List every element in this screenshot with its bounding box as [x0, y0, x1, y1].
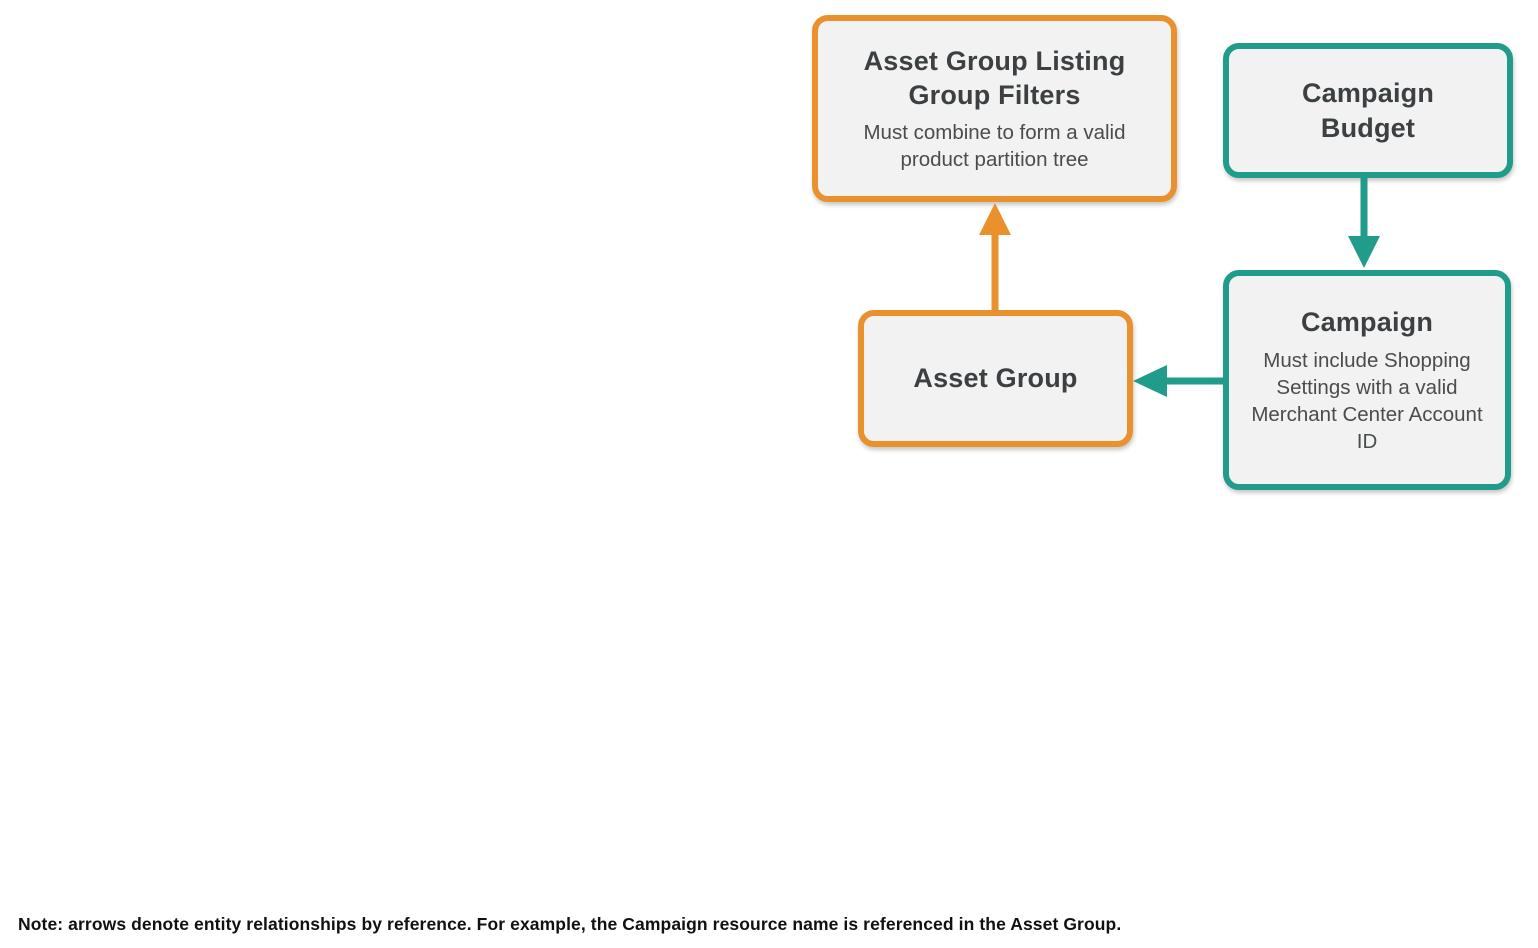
node-subtitle: Must combine to form a valid product par… [863, 121, 1126, 172]
node-title: Campaign Budget [1301, 78, 1435, 143]
diagram-note: Note: arrows denote entity relationships… [18, 914, 1122, 934]
arrow-campaign-to-asset-group-icon [1133, 365, 1225, 397]
node-title: Asset Group Listing Group Filters [863, 45, 1126, 110]
node-asset-group-listing-group-filters: Asset Group Listing Group Filters Must c… [812, 15, 1177, 202]
node-subtitle: Must include Shopping Settings with a va… [1251, 348, 1483, 453]
arrow-campaign-budget-to-campaign-icon [1348, 178, 1380, 268]
node-asset-group: Asset Group [858, 310, 1133, 447]
node-title: Campaign [1300, 307, 1434, 338]
arrow-asset-group-to-listing-filters-icon [979, 203, 1011, 311]
node-campaign: Campaign Must include Shopping Settings … [1223, 270, 1511, 490]
node-title: Asset Group [913, 363, 1078, 394]
node-campaign-budget: Campaign Budget [1223, 43, 1513, 178]
